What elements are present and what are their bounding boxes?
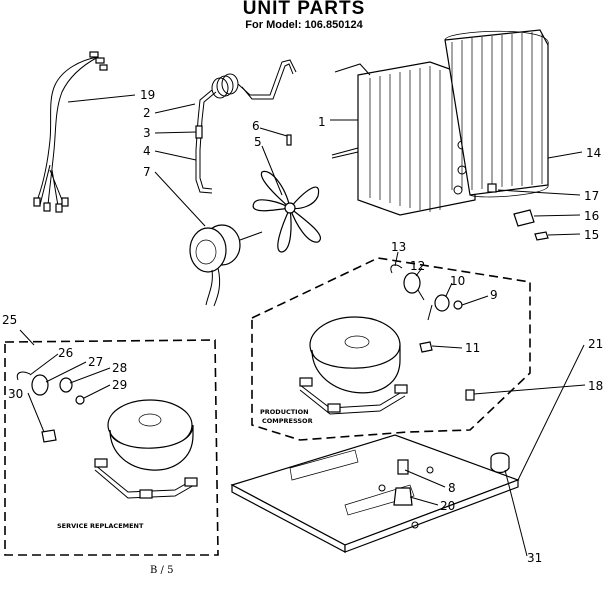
callout-6: 6 [252,119,260,133]
callout-13: 13 [391,240,406,254]
production-label-line1: PRODUCTION [260,408,309,416]
callout-4: 4 [143,144,151,158]
bracket-16 [513,209,535,227]
spacer-8 [397,459,409,475]
production-label-line2: COMPRESSOR [262,417,313,425]
callout-9: 9 [490,288,498,302]
service-relay-parts [16,371,85,443]
callout-21: 21 [588,337,603,351]
production-compressor-box [251,257,531,441]
callout-3: 3 [143,126,151,140]
service-replacement-box [4,339,219,556]
callout-7: 7 [143,165,151,179]
foot-31-body [490,458,510,474]
callout-12: 12 [410,259,425,273]
screw-18 [465,389,475,401]
wiring-harness [33,51,108,213]
callout-17: 17 [584,189,599,203]
callout-28: 28 [112,361,127,375]
callout-5: 5 [254,135,262,149]
fan-blade [252,134,321,253]
callout-27: 27 [88,355,103,369]
capillary-tube-assembly [195,59,297,194]
leader-lines [19,94,586,557]
callout-19: 19 [140,88,155,102]
diagram-title: UNIT PARTS [242,0,366,19]
screw-15 [534,231,549,241]
grommet-20 [393,487,413,506]
base-pan [230,434,520,553]
page-number: B / 5 [150,565,173,576]
production-compressor [299,316,408,415]
callout-18: 18 [588,379,603,393]
evaporator [331,61,476,216]
service-replacement-label: SERVICE REPLACEMENT [57,522,144,530]
callout-15: 15 [584,228,599,242]
callout-numbers: 19 2 3 4 7 6 5 1 14 17 16 15 13 12 10 9 … [2,88,603,565]
callout-10: 10 [450,274,465,288]
model-number: For Model: 106.850124 [245,19,363,31]
callout-31: 31 [527,551,542,565]
callout-20: 20 [440,499,455,513]
fan-motor [189,224,263,307]
callout-14: 14 [586,146,601,160]
condenser [444,29,549,198]
callout-29: 29 [112,378,127,392]
clip-17 [487,183,497,193]
relay-overload-parts [390,264,463,353]
callout-11: 11 [465,341,480,355]
callout-25: 25 [2,313,17,327]
callout-8: 8 [448,481,456,495]
callout-1: 1 [318,115,326,129]
callout-16: 16 [584,209,599,223]
callout-26: 26 [58,346,73,360]
service-compressor [94,399,198,499]
callout-2: 2 [143,106,151,120]
callout-30: 30 [8,387,23,401]
